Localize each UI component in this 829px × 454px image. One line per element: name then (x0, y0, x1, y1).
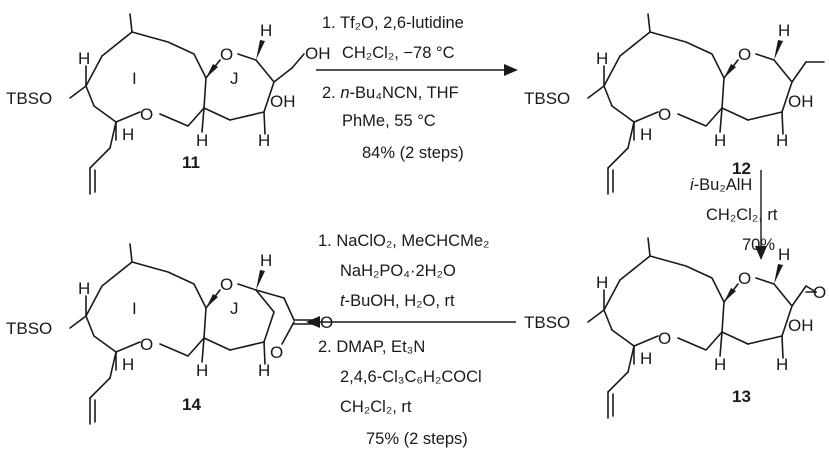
stereo-hydrogen: H (196, 131, 208, 150)
ring-label-j: J (230, 299, 239, 318)
tbso-label: TBSO (524, 313, 570, 332)
condition-line: 2. DMAP, Et₃N (318, 338, 425, 356)
reaction-arrow-step1 (316, 64, 518, 76)
yield-label: 84% (2 steps) (362, 144, 464, 162)
stereo-hydrogen: H (778, 245, 790, 264)
yield-label: 70% (742, 236, 775, 254)
stereo-hydrogen: H (596, 273, 608, 292)
stereo-hydrogen: H (258, 361, 270, 380)
reaction-arrow-step3 (306, 316, 516, 328)
compound-number: 13 (732, 387, 751, 406)
stereo-hydrogen: H (260, 251, 272, 270)
stereo-hydrogen: H (640, 125, 652, 144)
ring-oxygen: O (658, 105, 671, 124)
hydroxyl-label: OH (788, 92, 814, 111)
conditions-step3: 1. NaClO₂, MeCHCMe₂ NaH₂PO₄·2H₂O t-BuOH,… (318, 232, 489, 448)
stereo-hydrogen: H (640, 349, 652, 368)
compound-11: OH OH O O H H H H H TBSO I J 11 (6, 13, 331, 195)
stereo-hydrogen: H (776, 131, 788, 150)
ring-oxygen: O (140, 335, 153, 354)
compound-14: O O O O H H H H H TBSO I J 14 (6, 243, 333, 425)
compound-number: 11 (182, 153, 200, 172)
stereo-hydrogen: H (122, 125, 134, 144)
stereo-hydrogen: H (714, 355, 726, 374)
hydroxyl-label: OH (270, 92, 296, 111)
condition-line: 1. Tf₂O, 2,6-lutidine (322, 14, 464, 32)
stereo-hydrogen: H (122, 355, 134, 374)
compound-number: 12 (732, 159, 751, 178)
condition-line: t-BuOH, H₂O, rt (340, 292, 455, 310)
stereo-hydrogen: H (258, 131, 270, 150)
ring-oxygen: O (658, 329, 671, 348)
compound-12: CN OH O O H H H H H TBSO 12 (524, 13, 829, 195)
stereo-hydrogen: H (260, 21, 272, 40)
ring-oxygen: O (220, 275, 233, 294)
condition-line: CH₂Cl₂, −78 °C (342, 44, 455, 62)
lactone-oxygen: O (270, 343, 283, 362)
condition-line: NaH₂PO₄·2H₂O (340, 262, 456, 280)
ring-oxygen: O (738, 269, 751, 288)
stereo-hydrogen: H (78, 279, 90, 298)
tbso-label: TBSO (6, 89, 52, 108)
ring-label-j: J (230, 69, 239, 88)
ring-oxygen: O (738, 45, 751, 64)
ring-oxygen: O (220, 45, 233, 64)
condition-line: CH₂Cl₂, rt (340, 398, 412, 416)
aldehyde-oxygen: O (813, 283, 826, 302)
reaction-arrow-step2 (755, 170, 767, 260)
condition-line: i-Bu₂AlH (690, 176, 752, 194)
hydroxyl-label: OH (305, 44, 331, 63)
condition-line: 1. NaClO₂, MeCHCMe₂ (318, 232, 489, 250)
stereo-hydrogen: H (714, 131, 726, 150)
compound-number: 14 (182, 395, 201, 414)
conditions-step2: i-Bu₂AlH CH₂Cl₂, rt 70% (690, 176, 778, 254)
stereo-hydrogen: H (78, 49, 90, 68)
condition-line: PhMe, 55 °C (342, 112, 436, 130)
conditions-step1: 1. Tf₂O, 2,6-lutidine CH₂Cl₂, −78 °C 2. … (322, 14, 464, 162)
ring-label-i: I (132, 299, 137, 318)
ring-label-i: I (132, 69, 137, 88)
compound-13: O OH O O H H H H H TBSO 13 (524, 237, 826, 419)
tbso-label: TBSO (6, 319, 52, 338)
yield-label: 75% (2 steps) (366, 430, 468, 448)
stereo-hydrogen: H (596, 49, 608, 68)
condition-line: 2. n-Bu₄NCN, THF (322, 84, 459, 102)
stereo-hydrogen: H (196, 361, 208, 380)
stereo-hydrogen: H (776, 355, 788, 374)
stereo-hydrogen: H (778, 21, 790, 40)
hydroxyl-label: OH (788, 316, 814, 335)
ring-oxygen: O (140, 105, 153, 124)
condition-line: 2,4,6-Cl₃C₆H₂COCl (340, 368, 482, 386)
condition-line: CH₂Cl₂, rt (706, 206, 778, 224)
tbso-label: TBSO (524, 89, 570, 108)
